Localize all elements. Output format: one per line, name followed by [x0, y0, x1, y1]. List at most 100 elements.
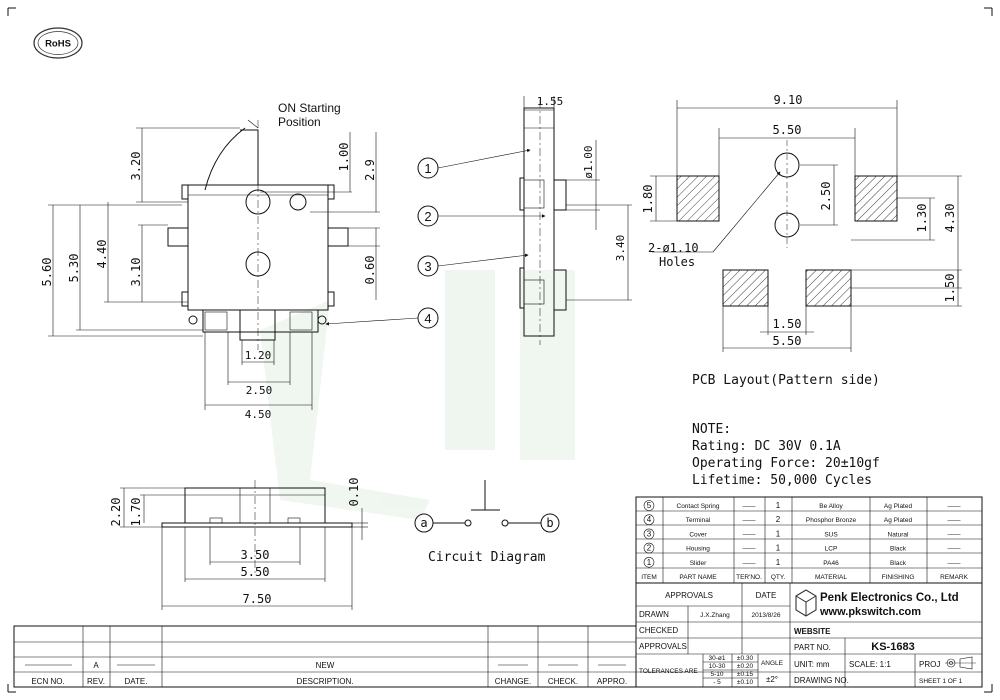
- tol-range: 10-30: [709, 663, 726, 670]
- rev-a: A: [93, 661, 99, 670]
- rohs-text: RoHS: [45, 39, 71, 50]
- on-starting-callout: ON Starting: [278, 101, 341, 115]
- dim-2.9: 2.9: [363, 159, 377, 181]
- rev-new: NEW: [316, 661, 335, 670]
- bom-qty: 1: [776, 544, 781, 553]
- bom-part-name: Cover: [689, 531, 707, 538]
- bom-item-no: 2: [647, 544, 652, 553]
- bom-header-cell: ITEM: [641, 574, 657, 581]
- bom-ter-no: ——: [743, 517, 757, 524]
- tol-value: ±0.15: [737, 671, 754, 678]
- drawing-no-label: DRAWING NO.: [794, 676, 849, 685]
- revision-header-cell: DATE.: [125, 677, 148, 686]
- revision-header-cell: CHECK.: [548, 677, 578, 686]
- bom-ter-no: ——: [743, 546, 757, 553]
- dim-2.20: 2.20: [109, 498, 123, 527]
- holes-label: 2-ø1.10: [648, 241, 699, 255]
- pad-bottom-left: [722, 269, 769, 307]
- drawn-label: DRAWN: [639, 610, 669, 619]
- bom-part-name: Housing: [686, 546, 710, 553]
- bom-finishing: Black: [890, 546, 907, 553]
- part-no-label: PART NO.: [794, 643, 831, 652]
- bom-part-name: Contact Spring: [677, 503, 720, 510]
- svg-text:2: 2: [424, 209, 431, 224]
- bom-item-no: 3: [647, 529, 652, 538]
- bom-header-cell: TER'NO.: [736, 574, 762, 581]
- pcb-layout-title: PCB Layout(Pattern side): [692, 373, 880, 388]
- revision-header-cell: DESCRIPTION.: [297, 677, 354, 686]
- side-view: 1.55 ø1.00 3.40 1 2 3 4: [325, 95, 632, 345]
- company-name: Penk Electronics Co., Ltd: [820, 592, 959, 604]
- bom-material: Be Alloy: [819, 503, 843, 510]
- circuit-title: Circuit Diagram: [428, 550, 546, 565]
- tol-value: ±0.20: [737, 663, 754, 670]
- bom-part-name: Slider: [690, 560, 707, 567]
- dim-4.50: 4.50: [245, 408, 272, 421]
- bom-remark: ——: [948, 531, 962, 538]
- svg-text:1: 1: [424, 161, 431, 176]
- tol-range: - 5: [713, 679, 721, 686]
- bom-item-no: 1: [647, 558, 652, 567]
- dim-3.50: 3.50: [241, 548, 270, 562]
- position-callout: Position: [278, 115, 321, 129]
- dim-1.70: 1.70: [129, 498, 143, 527]
- bom-material: LCP: [825, 546, 838, 553]
- dim-1.00: 1.00: [337, 143, 351, 172]
- pcb-layout: 9.10 5.50 1.80 2.50 1.30 4.30 1.50: [641, 93, 962, 388]
- note-force: Operating Force: 20±10gf: [692, 456, 880, 471]
- bom-ter-no: ——: [743, 531, 757, 538]
- tolerances-label: TOLERANCES ARE: [639, 668, 698, 675]
- tol-value: ±0.30: [737, 655, 754, 662]
- bom-finishing: Ag Plated: [884, 503, 913, 510]
- scale-label: SCALE: 1:1: [849, 660, 891, 669]
- dim-1.80: 1.80: [641, 185, 655, 214]
- approvals-label: APPROVALS: [639, 642, 687, 651]
- callout-3: 3: [417, 253, 529, 277]
- drawing-frame: [7, 7, 993, 693]
- projection-symbol: [945, 656, 976, 670]
- bom-finishing: Ag Plated: [884, 517, 913, 524]
- checked-label: CHECKED: [639, 626, 678, 635]
- dim-5.50-top: 5.50: [773, 123, 802, 137]
- bom-header-cell: QTY.: [771, 574, 786, 581]
- bom-material: SUS: [824, 531, 838, 538]
- bom-remark: ——: [948, 503, 962, 510]
- dim-5.50-bottom-view: 5.50: [241, 565, 270, 579]
- callout-4: 4: [325, 307, 439, 329]
- terminal-b: b: [546, 516, 553, 530]
- dim-5.50-bottom: 5.50: [773, 334, 802, 348]
- note-rating: Rating: DC 30V 0.1A: [692, 439, 841, 454]
- rohs-logo: RoHS: [33, 27, 83, 59]
- dim-1.50-right: 1.50: [943, 274, 957, 303]
- dim-2.50-pcb: 2.50: [819, 182, 833, 211]
- bom-header-cell: PART NAME: [679, 574, 717, 581]
- dim-2.50: 2.50: [246, 384, 273, 397]
- bottom-view: 2.20 1.70 0.10 3.50 5.50 7.50: [109, 478, 368, 610]
- tol-range: 30-ø1: [709, 655, 726, 662]
- pad-top-left: [676, 175, 720, 222]
- tol-range: 5-10: [710, 671, 723, 678]
- revision-table: A NEW ECN NO.REV.DATE.DESCRIPTION.CHANGE…: [13, 625, 637, 688]
- bom-remark: ——: [948, 517, 962, 524]
- pad-top-right: [854, 175, 898, 222]
- note-lifetime: Lifetime: 50,000 Cycles: [692, 473, 872, 488]
- pad-bottom-right: [805, 269, 852, 307]
- notes: NOTE: Rating: DC 30V 0.1A Operating Forc…: [692, 422, 880, 488]
- bom-ter-no: ——: [743, 560, 757, 567]
- dim-0.10: 0.10: [347, 478, 361, 507]
- company-url: www.pkswitch.com: [819, 606, 921, 618]
- bom-qty: 2: [776, 515, 781, 524]
- bom-header-cell: MATERIAL: [815, 574, 847, 581]
- proj-label: PROJ: [919, 660, 940, 669]
- bom-item-circle: [643, 542, 655, 554]
- bom-item-circle: [643, 500, 655, 511]
- bom-qty: 1: [776, 529, 781, 538]
- main-view: ON Starting Position 3.20 1.00 2.9 4.40 …: [40, 101, 380, 421]
- bom-finishing: Natural: [888, 531, 910, 538]
- dim-1.55: 1.55: [537, 95, 564, 108]
- watermark-logo: [260, 270, 575, 520]
- bom-remark: ——: [948, 560, 962, 567]
- holes-label-2: Holes: [659, 255, 695, 269]
- website-label: WEBSITE: [794, 627, 831, 636]
